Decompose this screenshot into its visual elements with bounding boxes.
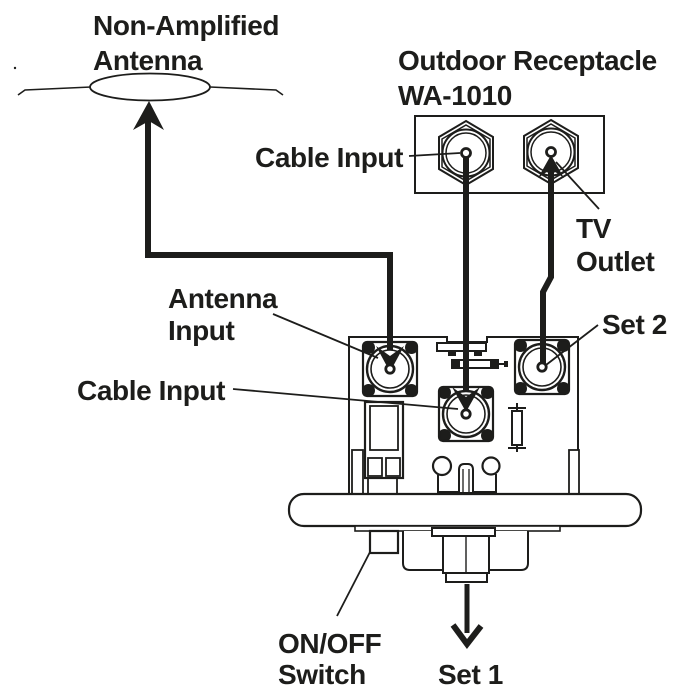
label-line: Antenna (93, 45, 203, 76)
on-off-switch-tab (368, 529, 400, 555)
antenna-cable (145, 112, 393, 350)
label-non-amplified-antenna: Non-Amplified Antenna (93, 8, 280, 78)
label-line: Outdoor Receptacle (398, 45, 657, 76)
label-line: WA-1010 (398, 80, 512, 111)
board-left-leg (351, 449, 364, 495)
set1-rear-hardware (431, 455, 501, 493)
tv-outlet-to-set2-cable (540, 168, 554, 367)
label-set-2: Set 2 (602, 309, 667, 340)
board-right-leg (568, 449, 580, 495)
cables (145, 112, 554, 392)
mounting-plate (287, 492, 643, 583)
label-line: Non-Amplified (93, 10, 280, 41)
board-components (436, 342, 526, 452)
arrow-into-antenna-input (376, 346, 404, 372)
antenna-symbol (13, 66, 284, 102)
leader-set2 (545, 324, 599, 366)
label-line: Antenna (168, 283, 278, 314)
label-receptacle-cable-input: Cable Input (255, 142, 404, 173)
outdoor-receptacle (414, 115, 605, 194)
label-tv-outlet: TV Outlet (576, 212, 655, 278)
label-line: Input (168, 315, 235, 346)
leader-on-off-switch (336, 551, 371, 617)
label-set-1: Set 1 (438, 659, 503, 690)
arrowheads (133, 101, 564, 412)
leader-tv-outlet (555, 161, 600, 210)
label-line: Switch (278, 659, 366, 690)
leader-antenna-input (272, 313, 379, 359)
label-on-off-switch: ON/OFF Switch (278, 628, 382, 690)
on-off-switch-body (363, 400, 405, 494)
label-line: Outlet (576, 246, 655, 277)
arrow-to-antenna (133, 101, 164, 130)
label-outdoor-receptacle: Outdoor Receptacle WA-1010 (398, 43, 657, 113)
label-line: TV (576, 213, 611, 244)
set1-connector-stub (431, 527, 496, 583)
leader-cable-input-device (232, 388, 459, 410)
label-antenna-input: Antenna Input (168, 283, 278, 347)
leader-cable-input-top (408, 152, 461, 157)
label-line: ON/OFF (278, 628, 382, 659)
arrow-into-cable-input (452, 387, 480, 412)
arrow-into-tv-outlet (538, 155, 564, 178)
leader-lines (232, 152, 600, 617)
circuit-board (348, 336, 580, 495)
connector-pins (384, 146, 557, 420)
set1-arrow (450, 584, 484, 649)
label-device-cable-input: Cable Input (77, 375, 226, 406)
